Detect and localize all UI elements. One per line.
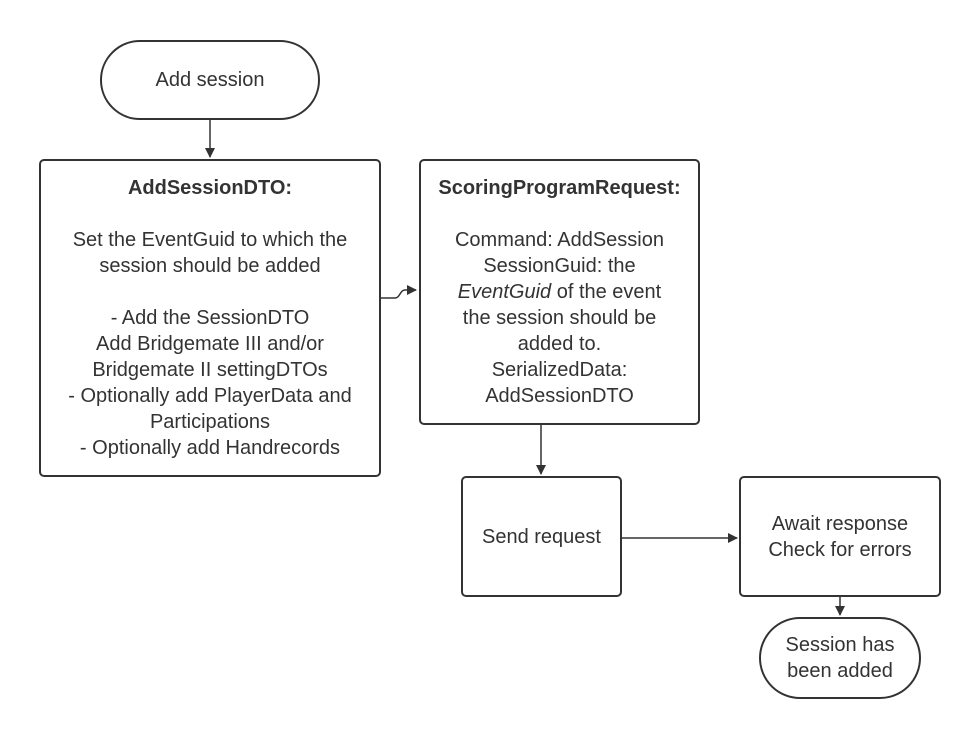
set-eventguid-line-2: session should be added: [99, 255, 321, 277]
end-line-1: Session has: [785, 634, 895, 656]
start-terminal: Add session: [100, 40, 320, 120]
send-request-box: Send request: [461, 476, 622, 597]
step-add-playerdata-line-1: - Optionally add PlayerData and: [68, 385, 352, 407]
step-add-handrecords: - Optionally add Handrecords: [79, 437, 341, 459]
arrow-addsessiondto-to-scoringrequest: [381, 285, 417, 299]
step-add-sessiondto: - Add the SessionDTO: [110, 307, 310, 329]
scoring-request-line-5: added to.: [517, 333, 602, 355]
scoring-request-session-guid: SessionGuid: the: [483, 255, 636, 277]
step-add-bridgemate-line-1: Add Bridgemate III and/or: [96, 333, 324, 355]
send-request-label: Send request: [482, 525, 601, 548]
add-session-dto-title: AddSessionDTO:: [127, 177, 293, 199]
eventguid-rest: of the event: [551, 281, 662, 303]
await-response-line-1: Await response: [771, 512, 909, 535]
eventguid-emphasis: EventGuid: [457, 281, 552, 303]
end-line-2: been added: [787, 660, 893, 682]
step-add-playerdata-line-2: Participations: [149, 411, 271, 433]
end-terminal: Session has been added: [759, 617, 921, 699]
scoring-request-title: ScoringProgramRequest:: [438, 177, 681, 199]
start-label: Add session: [155, 69, 265, 91]
await-response-line-2: Check for errors: [768, 538, 912, 561]
scoring-request-command: Command: AddSession: [454, 229, 664, 251]
scoring-request-line-4: the session should be: [462, 307, 657, 329]
scoring-request-serialized-value: AddSessionDTO: [485, 385, 634, 407]
set-eventguid-line-1: Set the EventGuid to which the: [72, 229, 348, 251]
step-add-bridgemate-line-2: Bridgemate II settingDTOs: [92, 359, 328, 381]
scoring-request-serialized-label: SerializedData:: [491, 359, 628, 381]
scoring-request-eventguid-line: EventGuid of the event: [458, 279, 661, 305]
await-response-box: Await response Check for errors: [739, 476, 941, 597]
add-session-dto-box: AddSessionDTO: Set the EventGuid to whic…: [39, 159, 381, 477]
scoring-program-request-box: ScoringProgramRequest: Command: AddSessi…: [419, 159, 700, 425]
